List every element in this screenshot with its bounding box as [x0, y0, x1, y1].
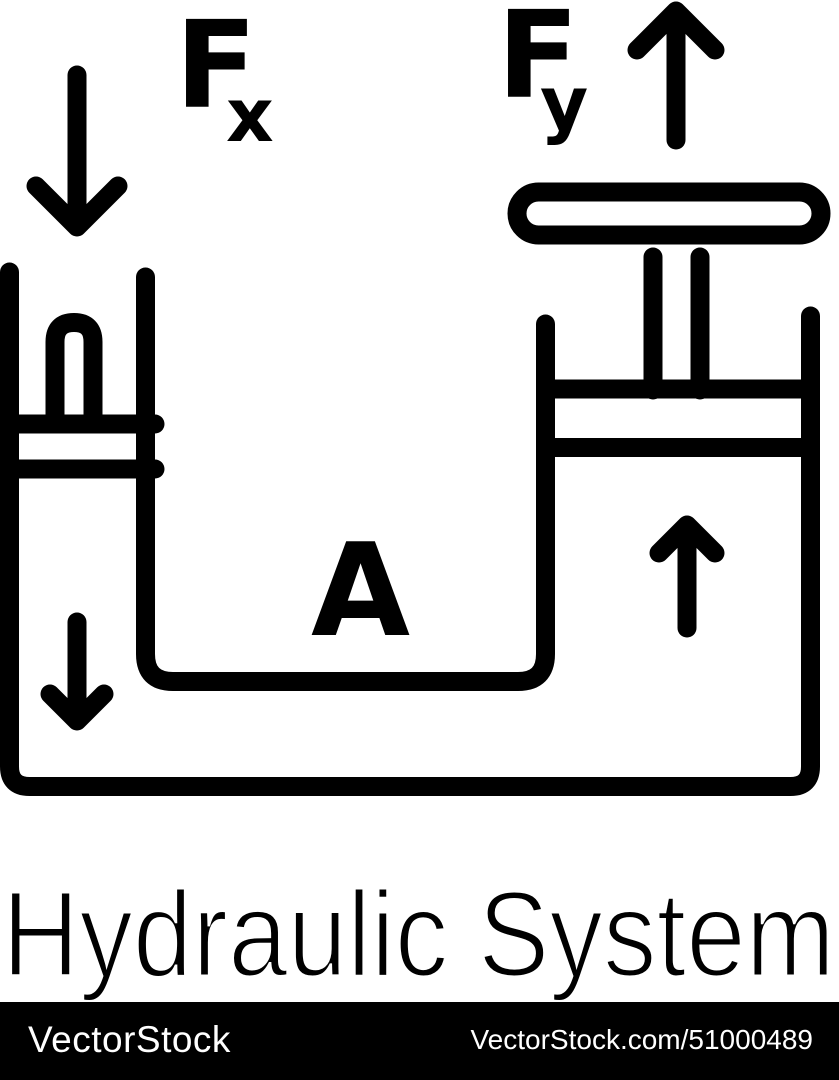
inner-channel-outline: [136, 267, 555, 691]
force-label-right: F: [497, 0, 579, 126]
flow-down-arrow-icon: [40, 612, 114, 731]
left-piston-handle: [45, 313, 103, 425]
right-piston-rods: [643, 247, 710, 400]
vectorstock-logo: VectorStock: [28, 1018, 231, 1060]
platform-shape: [507, 182, 831, 245]
force-label-left: F: [175, 0, 257, 136]
watermark-bar: VectorStock VectorStock.com/51000489: [0, 1002, 839, 1080]
hydraulic-system-icon: F x F y A: [0, 0, 831, 796]
force-up-arrow-icon: [627, 1, 725, 150]
force-label-right-subscript: y: [540, 61, 588, 147]
area-label: A: [311, 517, 410, 666]
image-credit-url: VectorStock.com/51000489: [470, 1024, 813, 1055]
flow-up-arrow-icon: [649, 515, 725, 638]
force-label-left-subscript: x: [226, 73, 274, 159]
image-title: Hydraulic System: [2, 866, 835, 1002]
right-piston-plate: [536, 379, 820, 457]
force-down-arrow-icon: [26, 65, 128, 237]
left-piston-plate: [0, 414, 165, 479]
outer-vessel-outline: [0, 262, 820, 796]
image-title-block: Hydraulic System: [1, 865, 837, 1003]
